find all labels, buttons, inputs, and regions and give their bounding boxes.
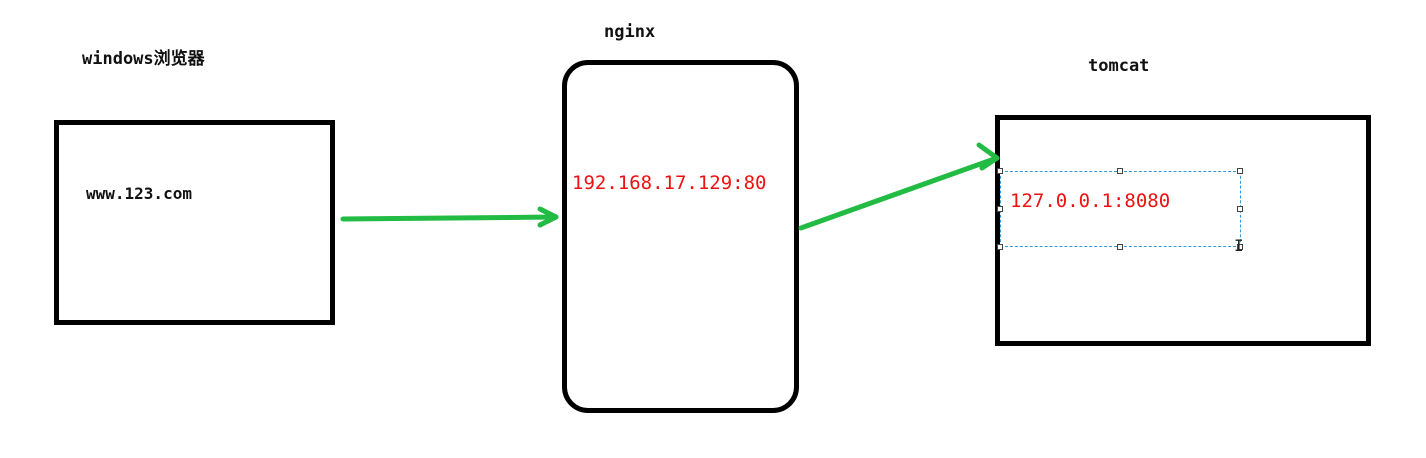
browser-title: windows浏览器	[82, 49, 205, 69]
arrow-nginx-to-tomcat	[798, 155, 1000, 231]
nginx-box	[562, 60, 799, 413]
selection-handle-bottom-right[interactable]	[1237, 244, 1243, 250]
arrow-nginx-to-tomcat-head	[976, 142, 1000, 171]
browser-box	[54, 120, 335, 325]
text-cursor-icon: I	[1234, 236, 1244, 255]
arrow-icon	[798, 142, 1000, 231]
selection-handle-top-right[interactable]	[1237, 168, 1243, 174]
tomcat-box	[995, 115, 1371, 346]
tomcat-address[interactable]: 127.0.0.1:8080	[1010, 190, 1171, 212]
selection-handle-bottom-left[interactable]	[997, 244, 1003, 250]
nginx-title: nginx	[604, 22, 656, 42]
tomcat-title: tomcat	[1088, 56, 1150, 76]
selection-handle-left[interactable]	[997, 206, 1003, 212]
browser-url: www.123.com	[86, 184, 192, 203]
arrow-browser-to-nginx-head	[537, 206, 559, 228]
selection-handle-right[interactable]	[1237, 206, 1243, 212]
nginx-address: 192.168.17.129:80	[572, 172, 767, 194]
arrow-icon	[340, 206, 559, 228]
selection-handle-top-left[interactable]	[997, 168, 1003, 174]
selection-handle-top[interactable]	[1117, 168, 1123, 174]
selection-handle-bottom[interactable]	[1117, 244, 1123, 250]
arrow-browser-to-nginx	[340, 214, 559, 222]
